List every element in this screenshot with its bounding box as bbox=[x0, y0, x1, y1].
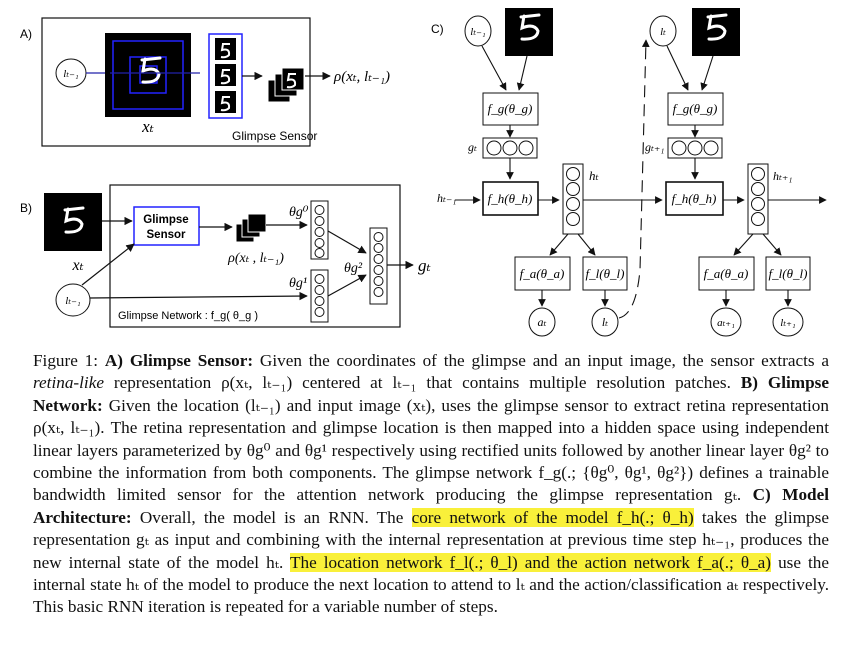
c-ht-to-fa-arrow bbox=[549, 233, 569, 256]
b-location-label: lₜ₋₁ bbox=[65, 295, 81, 307]
layer1-to-layer2-arrow bbox=[327, 274, 367, 297]
glimpse-sensor-label: Glimpse Sensor bbox=[232, 129, 317, 143]
c-loc-curr-node bbox=[649, 15, 677, 47]
theta2-label: θg² bbox=[344, 261, 363, 276]
c-fa-label-t: f_a(θ_a) bbox=[520, 266, 565, 281]
glimpse-network-label: Glimpse Network : f_g( θ_g ) bbox=[118, 310, 258, 322]
c-ht-label: hₜ bbox=[589, 168, 600, 183]
glimpse-network-frame bbox=[109, 184, 401, 328]
panel-b-image bbox=[44, 193, 102, 251]
location-to-sensor-arrow bbox=[81, 243, 135, 286]
caption-c-text-2: takes the glimpse representation gₜ as i… bbox=[33, 507, 829, 572]
panel-b: B) xₜ Glimpse Sensor ρ(xₜ , lₜ₋₁) θg⁰ lₜ… bbox=[20, 184, 432, 328]
caption-c-text-1: Overall, the model is an RNN. The bbox=[131, 507, 412, 527]
panel-a-frame bbox=[41, 17, 311, 147]
c-fl-box-t bbox=[582, 256, 628, 291]
patch-digit-2 bbox=[220, 69, 231, 85]
c-loc-curr-label: lₜ bbox=[660, 26, 666, 38]
caption-a-text-2: representation ρ(xₜ, lₜ₋₁) centered at l… bbox=[103, 373, 741, 393]
c-lt-feedback-dashed-arrow bbox=[618, 39, 650, 319]
panel-a: A) lₜ₋₁ xₜ ρ(xₜ, lₜ₋₁) Glimpse Sensor bbox=[20, 17, 390, 147]
c-image-to-fg-arrow bbox=[516, 55, 528, 91]
c-hprev-label: hₜ₋₁ bbox=[437, 191, 456, 205]
c-at1-node bbox=[710, 307, 742, 337]
gt-output-label: gₜ bbox=[418, 256, 432, 275]
location-label: lₜ₋₁ bbox=[63, 68, 79, 80]
c-fl-label-t1: f_l(θ_l) bbox=[769, 266, 808, 281]
glimpse-mid-scale bbox=[129, 56, 167, 94]
c-loc-prev-node bbox=[464, 15, 492, 47]
c-lt-label: lₜ bbox=[602, 315, 608, 329]
theta1-label: θg¹ bbox=[289, 276, 307, 291]
c-fg-box-t1 bbox=[667, 92, 724, 126]
c-image-to-fg-arrow-t1 bbox=[700, 55, 714, 91]
panel-c-label: C) bbox=[431, 22, 444, 36]
input-image bbox=[105, 33, 191, 117]
b-location-node bbox=[55, 283, 91, 317]
caption-highlight-core-network: core network of the model f_h(.; θ_h) bbox=[411, 507, 694, 527]
patch-digit-1 bbox=[220, 43, 231, 59]
c-ht-to-fl-arrow bbox=[577, 233, 596, 256]
caption-a-text-1: Given the coordinates of the glimpse and… bbox=[253, 351, 830, 370]
output-rho-label: ρ(xₜ, lₜ₋₁) bbox=[333, 69, 390, 85]
c-ht1-to-fl-arrow bbox=[762, 233, 782, 256]
c-at-node bbox=[528, 307, 556, 337]
c-fh-label-t1: f_h(θ_h) bbox=[672, 191, 717, 206]
figure-caption: Figure 1: A) Glimpse Sensor: Given the c… bbox=[33, 350, 829, 619]
image-label-xt: xₜ bbox=[141, 117, 155, 136]
glimpse-sensor-box-line2: Sensor bbox=[147, 229, 187, 241]
c-ht1-to-fa-arrow bbox=[733, 233, 754, 256]
panel-b-label: B) bbox=[20, 201, 32, 215]
glimpse-sensor-box-line1: Glimpse bbox=[143, 214, 188, 226]
c-lt1-label: lₜ₊₁ bbox=[780, 317, 796, 329]
location-to-layer1-arrow bbox=[89, 291, 308, 301]
c-lt1-node bbox=[772, 307, 804, 337]
caption-paragraph: Figure 1: A) Glimpse Sensor: Given the c… bbox=[33, 350, 829, 619]
c-fl-label-t: f_l(θ_l) bbox=[586, 266, 625, 281]
c-at-label: aₜ bbox=[538, 315, 547, 329]
stacked-patch-digit bbox=[286, 73, 297, 89]
caption-b-title: B) Glimpse Network: bbox=[33, 373, 829, 415]
glimpse-sensor-box bbox=[133, 206, 200, 246]
caption-c-title: C) Model Architecture: bbox=[33, 485, 830, 527]
c-at1-label: aₜ₊₁ bbox=[717, 317, 735, 329]
c-fg-label-t: f_g(θ_g) bbox=[488, 101, 533, 116]
c-gt1-label: gₜ₊₁ bbox=[645, 140, 664, 154]
c-fh-label-t: f_h(θ_h) bbox=[488, 191, 533, 206]
patch-digit-3 bbox=[220, 96, 231, 112]
c-fh-box-t bbox=[482, 181, 539, 216]
panel-a-label: A) bbox=[20, 27, 32, 41]
figure-1: A) lₜ₋₁ xₜ ρ(xₜ, lₜ₋₁) Glimpse Sensor B) bbox=[20, 8, 827, 337]
panel-c: C) lₜ₋₁ f_g(θ_g) gₜ hₜ₋₁ f_h(θ_h) hₜ f_a… bbox=[431, 8, 827, 337]
c-fg-label-t1: f_g(θ_g) bbox=[673, 101, 718, 116]
panel-b-image-label: xₜ bbox=[71, 257, 83, 274]
c-gt-label: gₜ bbox=[468, 140, 477, 154]
glimpse-outer-scale bbox=[112, 40, 184, 110]
c-loc-to-fg-arrow-t1 bbox=[666, 45, 689, 91]
caption-a-title: A) Glimpse Sensor: bbox=[104, 351, 254, 370]
caption-a-retina: retina-like bbox=[33, 373, 104, 393]
caption-figure-label: Figure 1: bbox=[33, 351, 99, 370]
c-fa-label-t1: f_a(θ_a) bbox=[704, 266, 749, 281]
caption-c-text-3: use the internal state hₜ of the model t… bbox=[33, 552, 830, 617]
b-rho-label: ρ(xₜ , lₜ₋₁) bbox=[227, 251, 284, 266]
c-fh-box-t1 bbox=[665, 181, 724, 216]
c-loc-to-fg-arrow bbox=[481, 45, 507, 91]
c-fa-box-t bbox=[514, 256, 571, 291]
figure-diagram: A) lₜ₋₁ xₜ ρ(xₜ, lₜ₋₁) Glimpse Sensor B) bbox=[20, 8, 827, 337]
b-patch-front bbox=[247, 213, 267, 233]
c-ht1-label: hₜ₊₁ bbox=[773, 169, 792, 183]
theta0-label: θg⁰ bbox=[289, 205, 309, 220]
c-fa-box-t1 bbox=[698, 256, 755, 291]
c-lt-node bbox=[591, 307, 619, 337]
caption-highlight-location-action: The location network f_l(.; θ_l) and the… bbox=[289, 552, 772, 572]
c-loc-prev-label: lₜ₋₁ bbox=[470, 26, 486, 38]
caption-b-text: Given the location (lₜ₋₁) and input imag… bbox=[33, 395, 829, 505]
layer0-to-layer2-arrow bbox=[327, 230, 367, 254]
